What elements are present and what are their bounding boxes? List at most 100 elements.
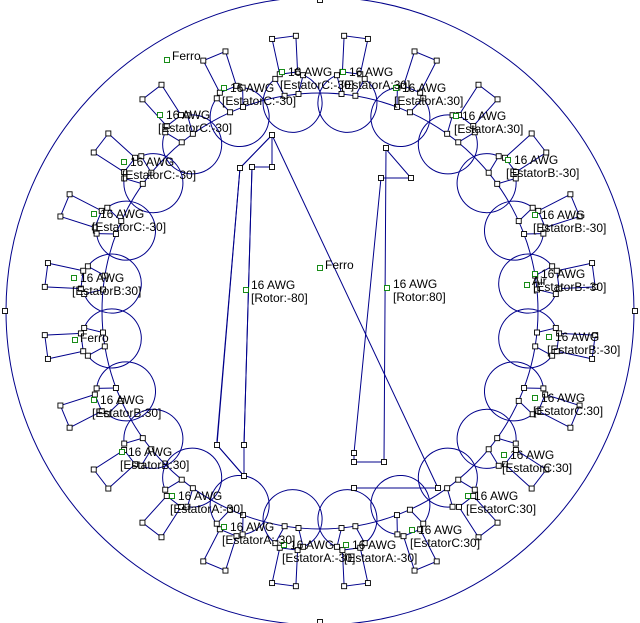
mesh-node xyxy=(576,402,583,409)
slot-circuit-label: [EstatorA:-30] xyxy=(344,551,417,565)
block-label-marker xyxy=(453,113,459,119)
mesh-node xyxy=(420,520,427,527)
mesh-node xyxy=(455,139,462,146)
mesh-node xyxy=(406,109,413,116)
block-label-marker xyxy=(221,524,227,530)
mesh-node xyxy=(494,180,501,187)
mesh-node xyxy=(93,385,100,392)
stator-slot xyxy=(498,308,599,369)
slot-circuit-label: [EstatorC:30] xyxy=(410,536,480,550)
mesh-node xyxy=(121,440,128,447)
mesh-node xyxy=(485,169,492,176)
mesh-node xyxy=(338,525,345,531)
mesh-node xyxy=(535,207,542,214)
stator-slot xyxy=(370,474,440,574)
stator-slot xyxy=(139,447,223,541)
slot-wire-label: 16 AWG xyxy=(130,155,174,169)
label-ferro-outer: Ferro xyxy=(172,49,201,63)
block-label-marker xyxy=(91,397,97,403)
rotor-bar-left xyxy=(216,133,273,478)
block-label-marker xyxy=(384,285,390,291)
mesh-node xyxy=(339,547,346,554)
mesh-node xyxy=(456,503,462,510)
mesh-node xyxy=(184,112,191,119)
mesh-node xyxy=(521,385,528,391)
mesh-node xyxy=(227,506,234,513)
label-rotor-left-circuit: [Rotor:-80] xyxy=(251,291,308,305)
stator-slot xyxy=(483,361,583,431)
mesh-node xyxy=(576,213,583,220)
stator-slot xyxy=(57,191,157,261)
mesh-node xyxy=(237,165,243,171)
block-label-marker xyxy=(317,265,323,271)
mesh-node xyxy=(84,352,91,359)
mesh-node xyxy=(317,0,323,3)
mesh-node xyxy=(249,164,255,170)
mesh-node xyxy=(361,75,368,82)
mesh-node xyxy=(295,91,302,97)
slot-wire-label: 16 AWG xyxy=(352,538,396,552)
mesh-node xyxy=(300,543,307,550)
slot-circuit-label: [EstatorC:30] xyxy=(533,404,603,418)
stator-slot xyxy=(139,81,223,175)
stator-slot xyxy=(456,130,550,214)
mesh-node xyxy=(333,72,340,79)
mesh-node xyxy=(512,440,519,447)
mesh-node xyxy=(148,446,155,453)
mesh-node xyxy=(535,408,542,415)
mesh-node xyxy=(455,476,462,483)
slot-wire-label: 16 AWG xyxy=(474,489,518,503)
mesh-node xyxy=(189,130,196,137)
mesh-node xyxy=(552,324,559,331)
mesh-node xyxy=(200,57,207,64)
mesh-node xyxy=(158,534,165,541)
mesh-node xyxy=(100,329,106,336)
mesh-node xyxy=(521,231,528,237)
mesh-node xyxy=(400,533,407,540)
mesh-node xyxy=(351,450,357,456)
mesh-node xyxy=(132,461,139,468)
mesh-node xyxy=(222,567,229,574)
slot-circuit-label: [EstatorB:-30] xyxy=(506,166,579,180)
mesh-node xyxy=(352,92,359,99)
slot-wire-label: 16 AWG xyxy=(541,391,585,405)
mesh-node xyxy=(567,191,574,198)
label-rotor-left-wire: 16 AWG xyxy=(251,278,295,292)
mesh-node xyxy=(139,96,146,103)
mesh-node xyxy=(118,397,125,404)
stator-slot-labels: 16 AWG[EstatorA:30]16 AWG[EstatorA:30]16… xyxy=(72,65,620,565)
slot-wire-label: 16 AWG xyxy=(100,207,144,221)
mesh-node xyxy=(512,169,519,175)
slot-wire-label: 16 AWG xyxy=(288,65,332,79)
mesh-node xyxy=(300,72,307,79)
mesh-node xyxy=(57,213,64,220)
mesh-node xyxy=(534,286,540,293)
slot-wire-label: 16 AWG xyxy=(230,81,274,95)
mesh-node xyxy=(292,583,299,590)
rotor-bar-right xyxy=(271,134,439,489)
block-label-marker xyxy=(505,157,511,163)
block-label-marker xyxy=(221,85,227,91)
block-label-marker xyxy=(243,287,249,293)
mesh-node xyxy=(470,123,477,130)
mesh-node xyxy=(632,308,638,314)
mesh-node xyxy=(378,175,384,181)
block-label-marker xyxy=(532,212,538,218)
mesh-node xyxy=(553,267,560,274)
block-label-marker xyxy=(164,57,170,63)
mesh-node xyxy=(552,291,559,298)
mesh-node xyxy=(592,283,599,290)
mesh-node xyxy=(139,519,146,526)
slot-circuit-label: [EstatorA:30] xyxy=(394,94,463,108)
block-label-marker xyxy=(157,112,163,118)
stator-slot xyxy=(262,489,323,590)
mesh-node xyxy=(292,32,299,39)
mesh-node xyxy=(495,462,502,469)
mesh-node xyxy=(475,81,482,88)
mesh-node xyxy=(351,459,357,465)
mesh-node xyxy=(66,191,73,198)
mesh-node xyxy=(118,218,125,225)
mesh-node xyxy=(112,231,119,237)
